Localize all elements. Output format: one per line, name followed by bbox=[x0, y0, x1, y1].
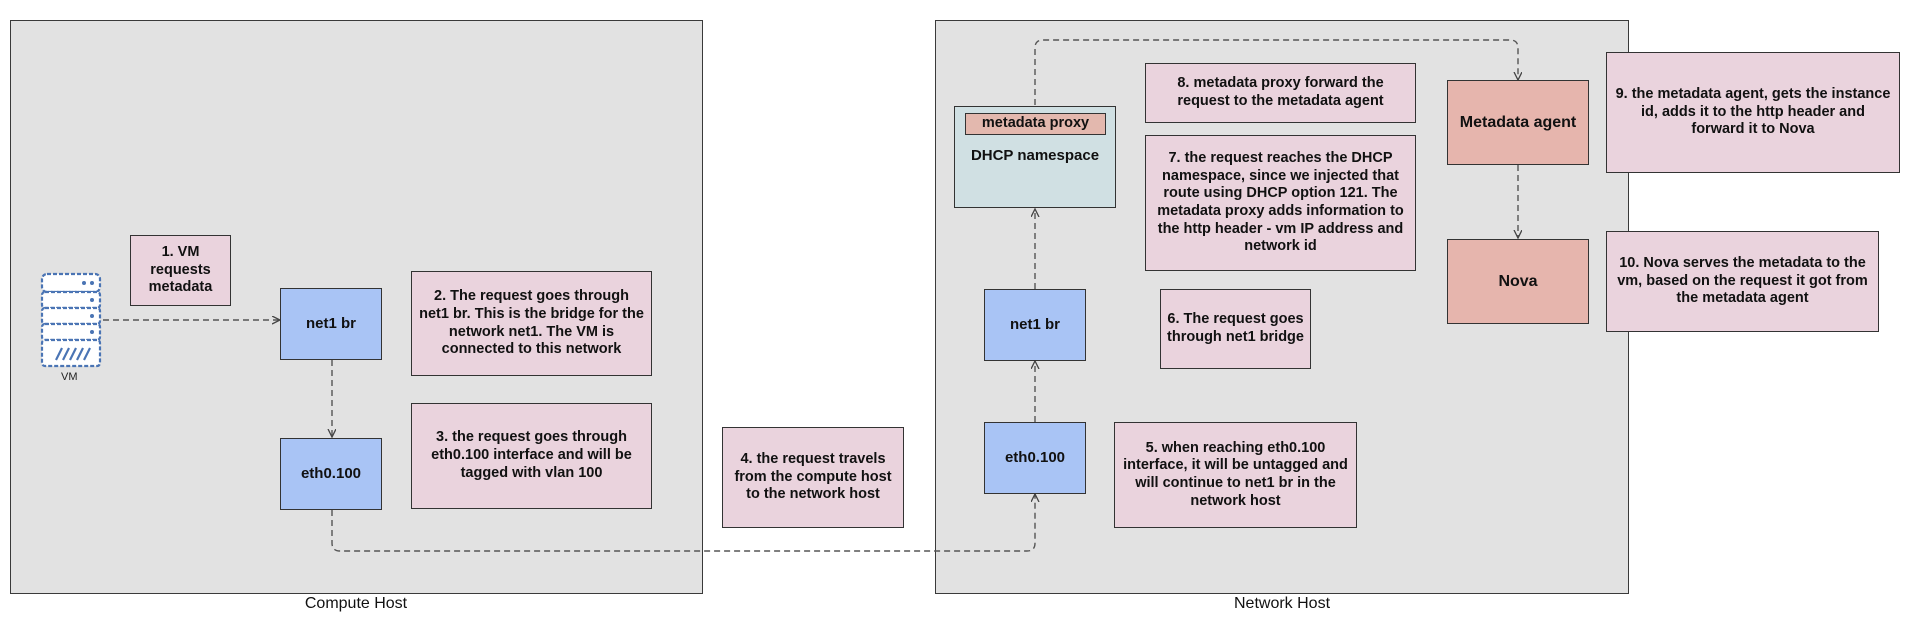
note-2-net1-br: 2. The request goes through net1 br. Thi… bbox=[411, 271, 652, 376]
eth0-100-compute[interactable]: eth0.100 bbox=[280, 438, 382, 510]
note-6-net1-bridge: 6. The request goes through net1 bridge bbox=[1160, 289, 1311, 369]
note-3-eth0-vlan: 3. the request goes through eth0.100 int… bbox=[411, 403, 652, 509]
metadata-proxy[interactable]: metadata proxy bbox=[965, 113, 1106, 135]
metadata-agent[interactable]: Metadata agent bbox=[1447, 80, 1589, 165]
note-4-travel: 4. the request travels from the compute … bbox=[722, 427, 904, 528]
net1-br-network[interactable]: net1 br bbox=[984, 289, 1086, 361]
compute-host-label: Compute Host bbox=[304, 595, 408, 612]
note-10-nova-serves: 10. Nova serves the metadata to the vm, … bbox=[1606, 231, 1879, 332]
note-1-vm-requests: 1. VM requests metadata bbox=[130, 235, 231, 306]
network-host-label: Network Host bbox=[1233, 595, 1331, 612]
note-5-untagged: 5. when reaching eth0.100 interface, it … bbox=[1114, 422, 1357, 528]
dhcp-namespace[interactable]: metadata proxy DHCP namespace bbox=[954, 106, 1116, 208]
server-icon[interactable] bbox=[40, 272, 102, 370]
eth0-100-network[interactable]: eth0.100 bbox=[984, 422, 1086, 494]
note-9-metadata-agent: 9. the metadata agent, gets the instance… bbox=[1606, 52, 1900, 173]
note-8-forward: 8. metadata proxy forward the request to… bbox=[1145, 63, 1416, 123]
note-7-dhcp-namespace: 7. the request reaches the DHCP namespac… bbox=[1145, 135, 1416, 271]
arrow-dhcp-to-metadata-agent bbox=[1034, 39, 1518, 105]
dhcp-namespace-label: DHCP namespace bbox=[970, 147, 1100, 164]
nova[interactable]: Nova bbox=[1447, 239, 1589, 324]
vm-label: VM bbox=[61, 371, 78, 383]
net1-br-compute[interactable]: net1 br bbox=[280, 288, 382, 360]
arrow-compute-to-network bbox=[331, 494, 1035, 552]
